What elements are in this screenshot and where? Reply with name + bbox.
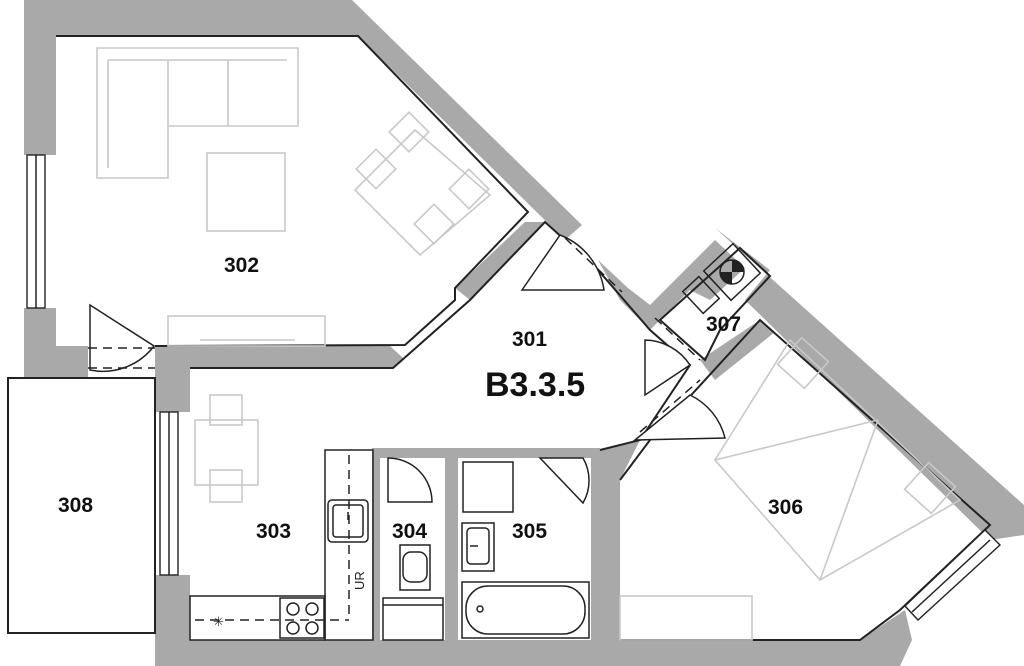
chair-1 [388, 111, 430, 153]
bathtub-basin [465, 585, 586, 635]
wall-bath-top [372, 448, 600, 458]
boiler [702, 242, 762, 302]
wall-301-307 [598, 240, 745, 330]
tv-unit [167, 315, 326, 347]
cooktop [279, 597, 325, 639]
dining-table-303 [194, 419, 259, 486]
burner-3 [286, 621, 300, 635]
door-balcony[interactable] [89, 303, 156, 373]
kitchen-counter-bottom [189, 595, 326, 641]
wall-302-303 [155, 346, 403, 412]
burner-2 [305, 602, 319, 616]
outline-301 [190, 220, 692, 451]
walls [24, 0, 1024, 666]
room-label-308: 308 [58, 494, 93, 517]
nightstand-1 [776, 336, 830, 390]
utility-sink [681, 275, 721, 315]
labels: 302 301 B3.3.5 307 306 308 303 304 305 [58, 254, 803, 543]
opening-302-301 [392, 299, 471, 369]
wall-305-306 [591, 455, 600, 640]
nightstand-2 [903, 461, 957, 515]
room-label-304: 304 [392, 520, 427, 543]
chair-3 [448, 168, 490, 210]
ur-label: UR [352, 571, 367, 590]
wall-303-304 [372, 455, 380, 640]
door-307-line [654, 317, 701, 361]
furniture [96, 47, 962, 641]
chair-2 [355, 148, 397, 190]
chair-303-top [209, 394, 243, 426]
desk-306 [619, 595, 753, 641]
door-306[interactable] [632, 394, 726, 441]
burner-4 [305, 621, 319, 635]
outline-307 [658, 246, 772, 362]
room-label-306: 306 [768, 496, 803, 519]
door-entrance-line [564, 237, 623, 293]
wall-diagonal-302-301 [455, 222, 545, 300]
kitchen: ✳ UR [189, 449, 374, 641]
unit-code: B3.3.5 [485, 366, 585, 404]
toilet [402, 551, 428, 583]
wall-bottom-right [860, 610, 912, 666]
wall-bottom [155, 640, 875, 666]
washing-machine [462, 461, 514, 513]
cooktop-frame [279, 597, 325, 639]
door-306-line [639, 379, 701, 433]
kitchen-counter-side [324, 449, 374, 641]
washbasin-bowl [466, 527, 490, 565]
wall-left-302 [24, 308, 88, 378]
room-label-305: 305 [512, 520, 547, 543]
boiler-symbol [720, 260, 744, 284]
balcony-308 [7, 377, 156, 634]
wall-304-305 [445, 455, 458, 640]
bathtub-drain [476, 605, 484, 613]
chair-303-bottom [209, 469, 243, 503]
fridge-symbol: ✳ [213, 614, 224, 629]
room-label-301: 301 [512, 328, 547, 351]
doors [88, 234, 726, 505]
wc-304 [382, 544, 444, 641]
wc-cistern [399, 544, 431, 591]
sofa [96, 47, 299, 179]
utility-307 [681, 242, 762, 315]
kitchen-sink-basin [332, 504, 364, 538]
coffee-table [206, 152, 286, 232]
dining-table-302 [353, 128, 492, 257]
door-entrance[interactable] [520, 234, 605, 291]
wall-301-306 [600, 440, 640, 640]
wall-left-303 [155, 575, 190, 640]
bathtub [461, 581, 590, 639]
wall-right-diagonal [715, 228, 1024, 540]
washbasin [461, 522, 495, 572]
kitchen-sink [327, 499, 369, 543]
room-label-303: 303 [256, 520, 291, 543]
door-307[interactable] [644, 339, 692, 397]
chair-4 [413, 203, 455, 245]
wc-counter [382, 597, 444, 641]
windows [26, 154, 1002, 621]
sofa-cushions [107, 59, 287, 168]
burner-1 [286, 602, 300, 616]
wall-top-left [24, 0, 582, 240]
room-label-307: 307 [706, 313, 741, 336]
room-label-302: 302 [224, 254, 259, 277]
door-304[interactable] [387, 457, 433, 503]
bathroom-305 [461, 461, 590, 639]
window-306-pane [911, 539, 991, 613]
bed-cover [714, 419, 879, 581]
outline-302 [56, 35, 530, 347]
door-305[interactable] [538, 457, 590, 505]
